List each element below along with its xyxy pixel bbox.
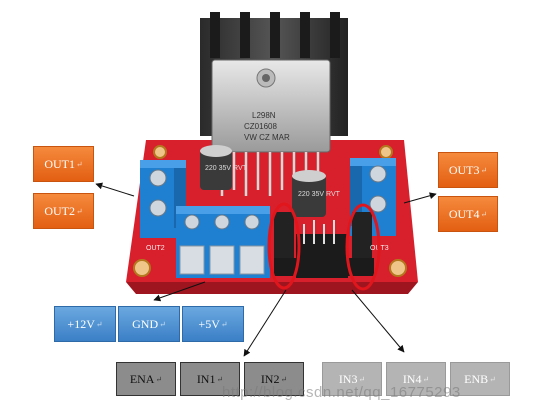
- capacitor: 220 35V RVT: [292, 170, 341, 217]
- in4-label: IN4↵: [386, 362, 446, 396]
- arrow-ena-in12: [243, 289, 287, 357]
- capacitor: 220 35V RVT: [200, 145, 248, 190]
- in1-text: IN1: [196, 371, 216, 386]
- mount-hole: [133, 259, 151, 277]
- chip-marking: VW CZ MAR: [244, 133, 290, 142]
- v12-label: +12V↵: [54, 306, 116, 342]
- return-mark: ↵: [480, 165, 488, 175]
- in4-text: IN4: [402, 371, 422, 386]
- chip-marking: L298N: [252, 111, 276, 120]
- return-mark: ↵: [95, 319, 103, 329]
- in3-text: IN3: [338, 371, 358, 386]
- highlight-circle-left: [267, 202, 301, 290]
- highlight-circle-right: [345, 203, 381, 291]
- mount-hole: [153, 145, 167, 159]
- out3-label: OUT3↵: [438, 152, 498, 188]
- out1-label: OUT1↵: [33, 146, 94, 182]
- ena-text: ENA: [129, 371, 155, 386]
- watermark: http://blog.csdn.net/qq_16775293: [222, 384, 461, 401]
- chip-marking: CZ01608: [244, 122, 277, 131]
- v5-label: +5V↵: [182, 306, 244, 342]
- v12-text: +12V: [67, 316, 95, 331]
- return-mark: ↵: [220, 319, 228, 329]
- out4-text: OUT4: [448, 206, 480, 221]
- enb-text: ENB: [464, 371, 489, 386]
- silkscreen-out2: OUT2: [146, 245, 165, 252]
- out4-label: OUT4↵: [438, 196, 498, 232]
- in2-text: IN2: [260, 371, 280, 386]
- in2-label: IN2↵: [244, 362, 304, 396]
- return-mark: ↵: [280, 374, 288, 384]
- mount-hole: [389, 259, 407, 277]
- ena-label: ENA↵: [116, 362, 176, 396]
- out2-text: OUT2: [44, 203, 75, 218]
- out1-text: OUT1: [44, 156, 75, 171]
- arrow-in34-enb: [351, 289, 405, 353]
- power-terminal: [176, 206, 270, 278]
- arrow-out12: [95, 182, 135, 197]
- out3-text: OUT3: [448, 162, 480, 177]
- out2-label: OUT2↵: [33, 193, 94, 229]
- v5-text: +5V: [198, 316, 220, 331]
- in1-label: IN1↵: [180, 362, 240, 396]
- gnd-label: GND↵: [118, 306, 180, 342]
- return-mark: ↵: [358, 374, 366, 384]
- return-mark: ↵: [216, 374, 224, 384]
- arrow-out34: [403, 192, 437, 204]
- return-mark: ↵: [480, 209, 488, 219]
- return-mark: ↵: [159, 319, 166, 329]
- arrow-power: [153, 281, 206, 302]
- in3-label: IN3↵: [322, 362, 382, 396]
- return-mark: ↵: [489, 374, 496, 384]
- enb-label: ENB↵: [450, 362, 510, 396]
- return-mark: ↵: [75, 159, 83, 169]
- l298n-chip: L298N CZ01608 VW CZ MAR: [211, 59, 331, 196]
- mount-hole: [379, 145, 393, 159]
- return-mark: ↵: [155, 374, 163, 384]
- return-mark: ↵: [422, 374, 430, 384]
- return-mark: ↵: [75, 206, 83, 216]
- capacitor-marking: 220 35V RVT: [298, 191, 341, 198]
- capacitor-marking: 220 35V RVT: [205, 165, 248, 172]
- gnd-text: GND: [132, 316, 159, 331]
